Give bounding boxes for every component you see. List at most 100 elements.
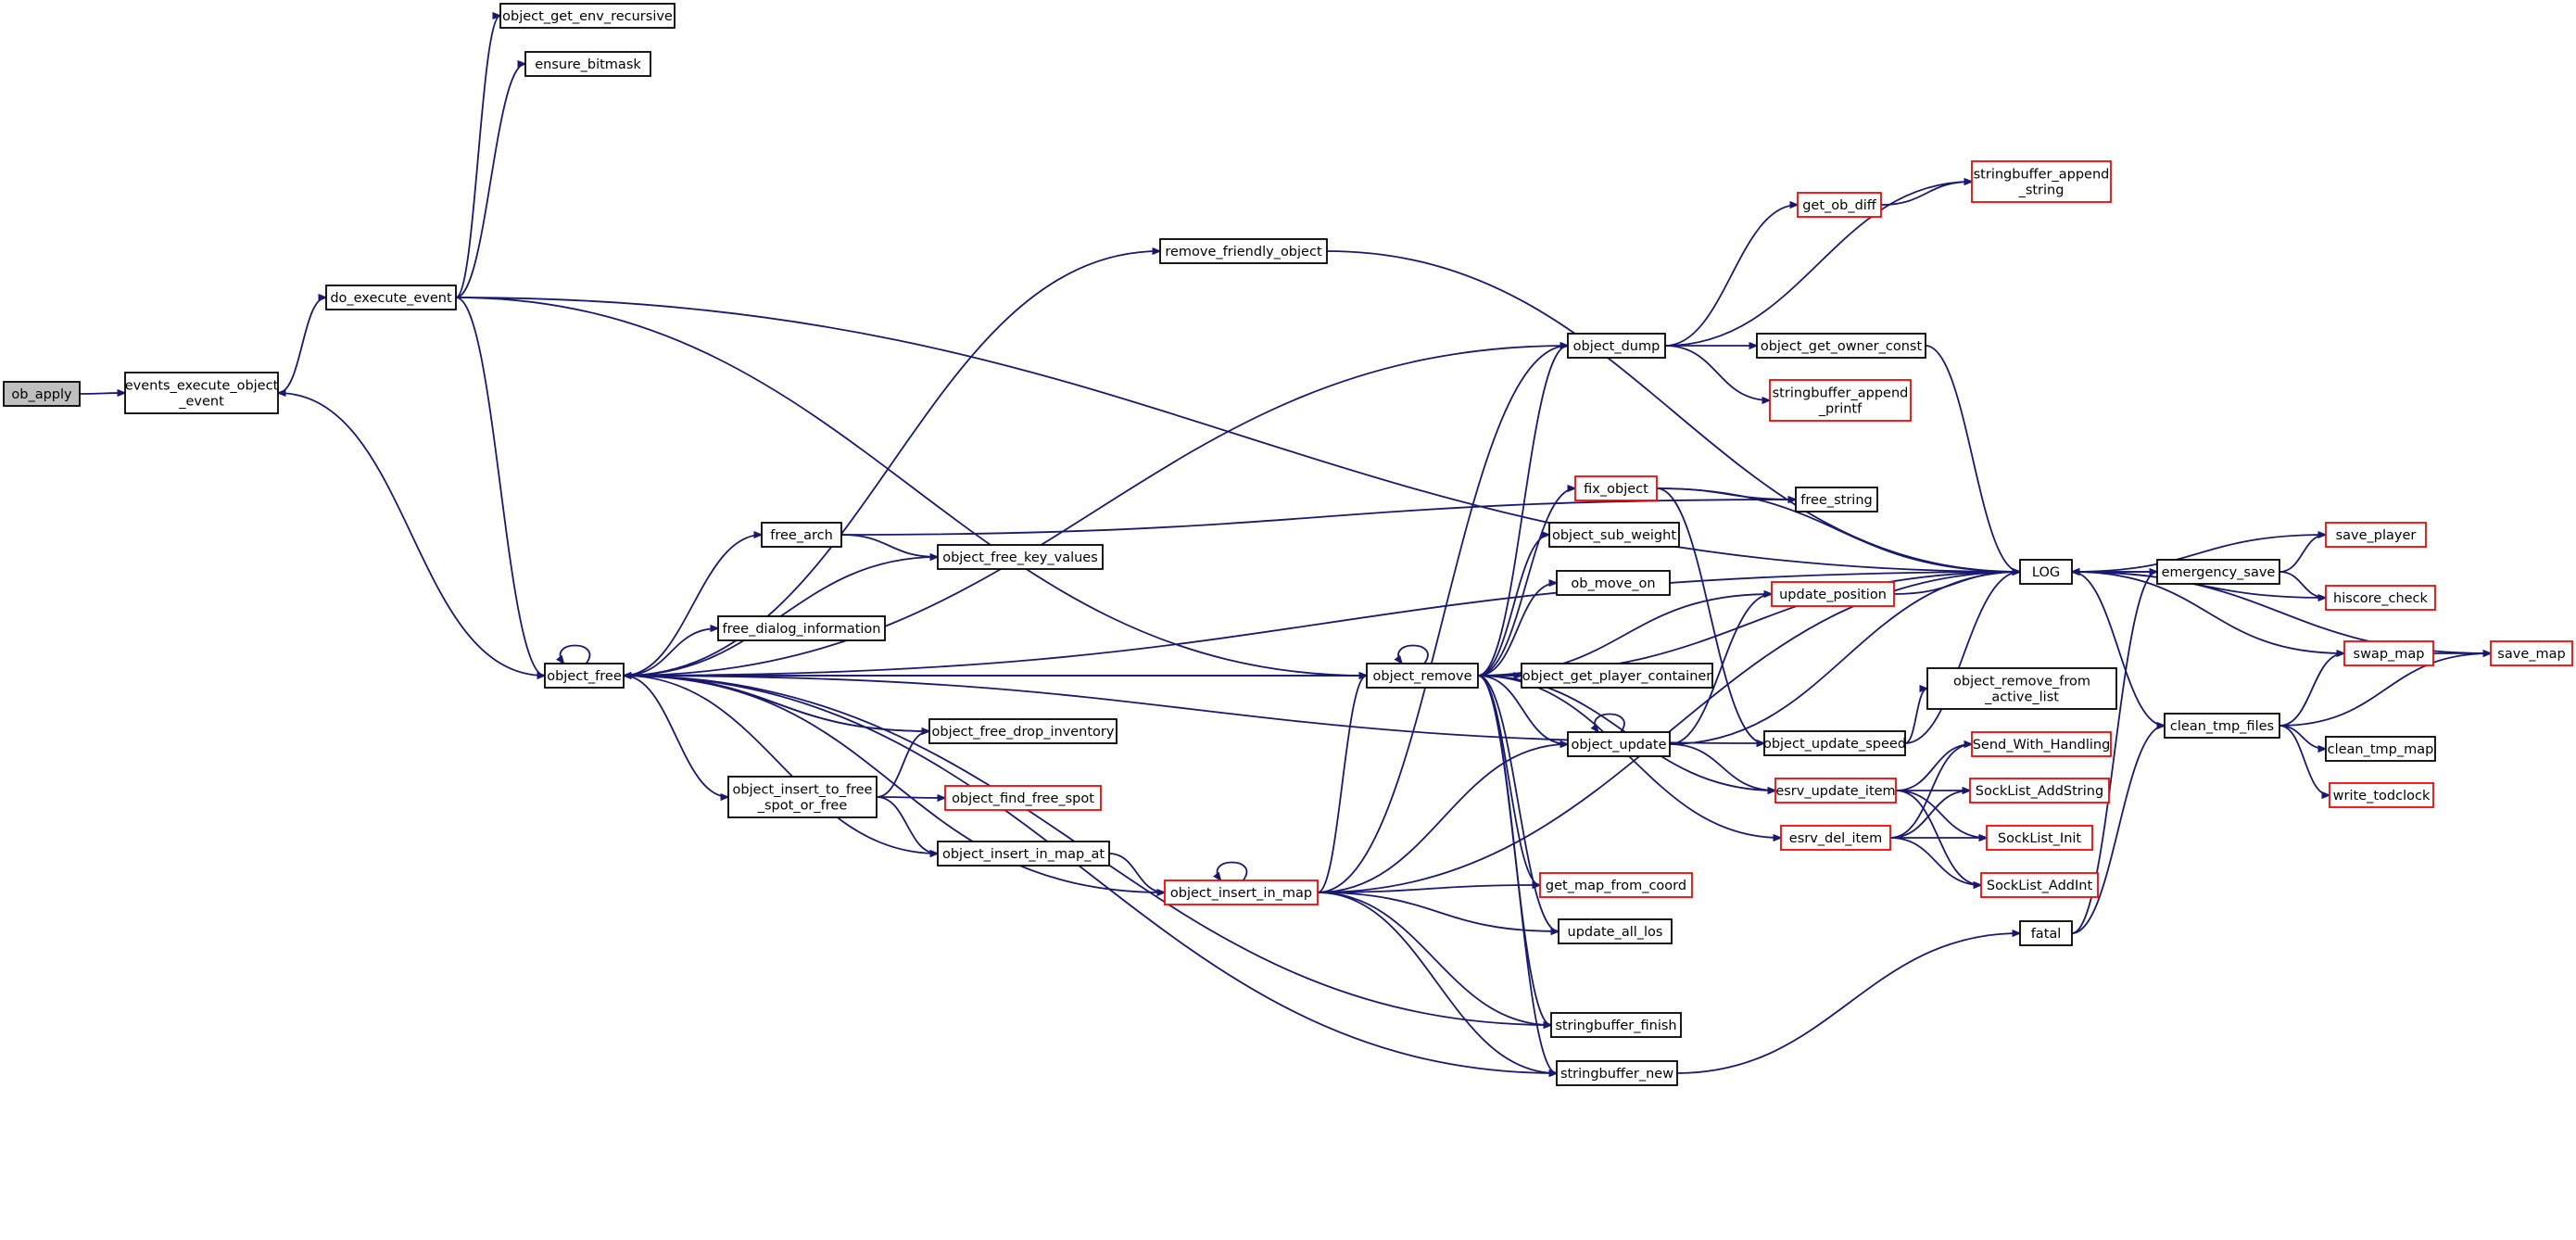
edge-object_insert_in_map-to-object_free [624,676,1166,893]
node-SockList_AddInt[interactable]: SockList_AddInt [1980,872,2099,898]
node-object_insert_in_map_at[interactable]: object_insert_in_map_at [937,841,1110,867]
node-object_remove[interactable]: object_remove [1366,663,1479,689]
node-box-get_ob_diff [1797,192,1882,218]
node-free_string[interactable]: free_string [1795,487,1878,512]
node-fatal[interactable]: fatal [2019,920,2073,946]
edge-object_remove-to-fix_object [1477,488,1575,677]
node-ensure_bitmask[interactable]: ensure_bitmask [524,51,651,77]
edge-object_insert_in_map-to-get_map_from_coord [1317,885,1540,893]
node-SockList_Init[interactable]: SockList_Init [1986,825,2093,851]
node-do_execute_event[interactable]: do_execute_event [325,285,457,310]
node-box-save_map [2490,640,2573,666]
node-emergency_save[interactable]: emergency_save [2156,559,2280,585]
node-update_all_los[interactable]: update_all_los [1558,918,1673,944]
node-object_update_speed[interactable]: object_update_speed [1763,730,1906,756]
edge-object_free-to-object_insert_in_map_at [623,675,938,854]
edge-object_update_speed-to-LOG [1904,572,2020,744]
node-get_ob_diff[interactable]: get_ob_diff [1797,192,1882,218]
edge-object_remove-to-object_update [1477,675,1568,744]
node-object_get_player_container[interactable]: object_get_player_container [1521,663,1713,689]
node-remove_friendly_object[interactable]: remove_friendly_object [1159,238,1328,264]
node-box-object_dump [1567,333,1666,359]
node-label-object_remove: object_remove [1373,669,1472,684]
node-box-esrv_del_item [1780,825,1891,851]
edge-object_free-to-LOG [623,572,2020,677]
node-object_free[interactable]: object_free [544,663,625,689]
node-label-do_execute_event: do_execute_event [330,291,452,306]
node-write_todclock[interactable]: write_todclock [2329,782,2434,808]
edge-object_insert_in_map-to-object_insert_in_map [1218,861,1248,881]
edge-swap_map-to-LOG [2072,572,2345,654]
node-clean_tmp_files[interactable]: clean_tmp_files [2164,713,2280,739]
node-label-esrv_update_item: esrv_update_item [1775,784,1895,799]
node-box-stringbuffer_finish [1550,1012,1682,1038]
node-swap_map[interactable]: swap_map [2343,640,2434,666]
node-box-object_get_owner_const [1756,333,1926,359]
node-object_free_key_values[interactable]: object_free_key_values [937,544,1104,570]
node-label-free_string: free_string [1800,493,1872,508]
node-box-stringbuffer_new [1556,1060,1678,1086]
node-events_execute_object_event[interactable]: events_execute_object_event [124,372,279,414]
node-label-stringbuffer_append_printf: stringbuffer_append [1773,386,1909,401]
node-free_dialog_information[interactable]: free_dialog_information [717,615,886,641]
node-label-free_arch: free_arch [770,528,833,543]
edge-fix_object-to-object_update_speed [1656,487,1764,743]
node-box-object_insert_to_free_spot_or_free [727,776,878,818]
node-stringbuffer_finish[interactable]: stringbuffer_finish [1550,1012,1682,1038]
node-free_arch[interactable]: free_arch [761,522,842,548]
node-object_insert_to_free_spot_or_free[interactable]: object_insert_to_free_spot_or_free [727,776,878,818]
node-esrv_del_item[interactable]: esrv_del_item [1780,825,1891,851]
node-clean_tmp_map[interactable]: clean_tmp_map [2325,736,2436,762]
node-save_map[interactable]: save_map [2490,640,2573,666]
node-object_sub_weight[interactable]: object_sub_weight [1548,522,1680,548]
node-stringbuffer_new[interactable]: stringbuffer_new [1556,1060,1678,1086]
node-get_map_from_coord[interactable]: get_map_from_coord [1539,872,1693,898]
node-label-esrv_del_item: esrv_del_item [1789,831,1882,846]
edge-object_insert_in_map-to-update_all_los [1317,892,1559,931]
node-object_insert_in_map[interactable]: object_insert_in_map [1164,879,1319,905]
node-box-object_update_speed [1763,730,1906,756]
node-fix_object[interactable]: fix_object [1574,475,1658,501]
edge-fatal-to-emergency_save [2071,572,2157,934]
node-LOG[interactable]: LOG [2019,559,2073,585]
node-box-write_todclock [2329,782,2434,808]
node-layer: ob_apply events_execute_object_event do_ex… [3,3,2573,1086]
node-box-ensure_bitmask [524,51,651,77]
node-save_player[interactable]: save_player [2325,522,2427,548]
node-stringbuffer_append_printf[interactable]: stringbuffer_append_printf [1769,379,1912,422]
node-stringbuffer_append_string[interactable]: stringbuffer_append_string [1971,160,2112,203]
node-SockList_AddString[interactable]: SockList_AddString [1969,778,2110,803]
node-hiscore_check[interactable]: hiscore_check [2325,585,2436,611]
node-ob_move_on[interactable]: ob_move_on [1556,570,1671,596]
node-object_get_owner_const[interactable]: object_get_owner_const [1756,333,1926,359]
node-object_free_drop_inventory[interactable]: object_free_drop_inventory [928,718,1118,744]
node-label-update_all_los: update_all_los [1568,925,1663,940]
edge-object_get_owner_const-to-LOG [1925,345,2020,572]
node-object_find_free_spot[interactable]: object_find_free_spot [944,785,1102,811]
edge-object_free-to-free_dialog_information [623,628,718,677]
node-box-object_get_env_recursive [499,3,676,29]
edge-object_remove-to-get_map_from_coord [1477,675,1540,885]
node-label-update_position: update_position [1779,588,1887,602]
node-label-SockList_AddString: SockList_AddString [1976,784,2103,799]
node-object_update[interactable]: object_update [1567,731,1671,757]
node-update_position[interactable]: update_position [1771,581,1895,607]
node-object_dump[interactable]: object_dump [1567,333,1666,359]
edge-stringbuffer_new-to-fatal [1676,933,2020,1074]
node-box-events_execute_object_event [124,372,279,414]
edge-events_execute_object_event-to-do_execute_event [277,297,326,394]
node-Send_With_Handling[interactable]: Send_With_Handling [1971,731,2112,757]
node-label-object_update: object_update [1571,738,1666,753]
node-ob_apply[interactable]: ob_apply [3,381,81,407]
node-object_get_env_recursive[interactable]: object_get_env_recursive [499,3,676,29]
node-esrv_update_item[interactable]: esrv_update_item [1774,778,1897,803]
node-box-save_player [2325,522,2427,548]
node-box-ob_apply [3,381,81,407]
node-object_remove_from_active_list[interactable]: object_remove_from_active_list [1926,667,2117,710]
node-box-Send_With_Handling [1971,731,2112,757]
node-box-free_string [1795,487,1878,512]
node-label-object_sub_weight: object_sub_weight [1552,528,1676,543]
node-box-update_position [1771,581,1895,607]
node-box-emergency_save [2156,559,2280,585]
